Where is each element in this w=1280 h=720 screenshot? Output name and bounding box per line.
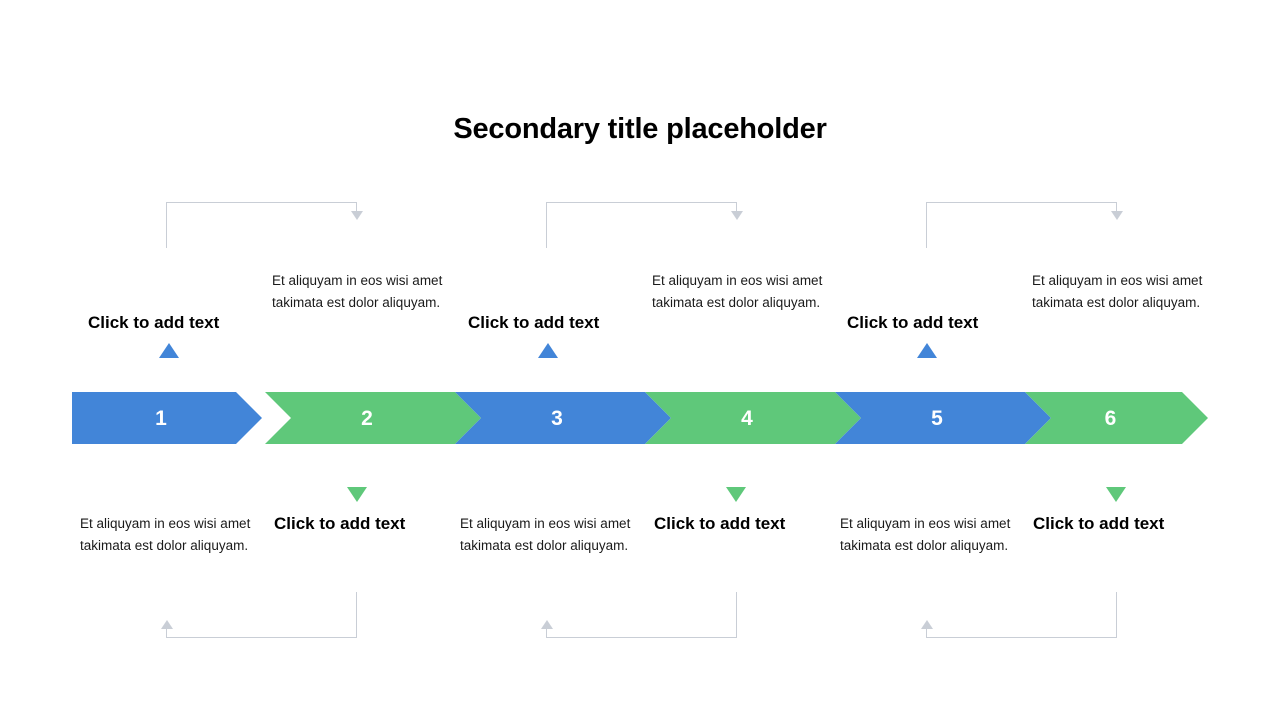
connector-step-5 [926, 202, 1123, 248]
connector-step-1 [166, 202, 363, 248]
connector-segment-vertical-left [926, 628, 927, 638]
process-step-arrow-3[interactable]: 3 [455, 392, 671, 444]
connector-segment-vertical-right [356, 202, 357, 212]
arrow-down-icon [731, 211, 743, 220]
step-number-5: 5 [931, 406, 943, 430]
triangle-down-icon-6 [1106, 487, 1126, 502]
connector-segment-vertical-right [1116, 202, 1117, 212]
connector-segment-vertical-left [926, 202, 927, 248]
triangle-up-icon-3 [538, 343, 558, 358]
connector-segment-vertical-left [166, 628, 167, 638]
step-label-4[interactable]: Click to add text [654, 514, 786, 533]
step-body-text-3: Et aliquyam in eos wisi amet takimata es… [652, 273, 823, 310]
arrow-down-icon [1111, 211, 1123, 220]
process-step-arrow-5[interactable]: 5 [835, 392, 1051, 444]
connector-segment-horizontal [546, 202, 737, 203]
connector-step-2 [161, 592, 358, 638]
triangle-up-icon-5 [917, 343, 937, 358]
step-label-2[interactable]: Click to add text [274, 514, 406, 533]
connector-segment-horizontal [166, 637, 357, 638]
process-step-arrow-2[interactable]: 2 [265, 392, 481, 444]
connector-segment-horizontal [166, 202, 357, 203]
arrow-up-icon [161, 620, 173, 629]
page-title: Secondary title placeholder [453, 113, 827, 145]
connector-segment-horizontal [926, 202, 1117, 203]
arrow-up-icon [541, 620, 553, 629]
process-step-arrow-6[interactable]: 6 [1025, 392, 1208, 444]
connector-step-6 [921, 592, 1118, 638]
triangle-down-icon-4 [726, 487, 746, 502]
triangle-up-icon-1 [159, 343, 179, 358]
connector-segment-horizontal [546, 637, 737, 638]
step-body-text-4: Et aliquyam in eos wisi amet takimata es… [460, 516, 631, 553]
process-step-arrow-1[interactable]: 1 [72, 392, 262, 444]
connector-step-4 [541, 592, 738, 638]
step-number-6: 6 [1104, 406, 1117, 430]
step-label-6[interactable]: Click to add text [1033, 514, 1165, 533]
step-label-3[interactable]: Click to add text [468, 313, 600, 332]
arrow-up-icon [921, 620, 933, 629]
arrow-down-icon [351, 211, 363, 220]
connector-segment-vertical-left [166, 202, 167, 248]
step-body-text-6: Et aliquyam in eos wisi amet takimata es… [840, 516, 1011, 553]
process-arrow-row: 1 2 3 4 5 6 [72, 392, 1208, 444]
step-number-2: 2 [361, 406, 373, 430]
connector-segment-horizontal [926, 637, 1117, 638]
step-body-text-1: Et aliquyam in eos wisi amet takimata es… [272, 273, 443, 310]
process-step-arrow-4[interactable]: 4 [645, 392, 861, 444]
connector-step-3 [546, 202, 743, 248]
connector-segment-vertical-right [736, 202, 737, 212]
step-label-5[interactable]: Click to add text [847, 313, 979, 332]
triangle-down-icon-2 [347, 487, 367, 502]
step-number-4: 4 [741, 406, 753, 430]
connector-segment-vertical-right [736, 592, 737, 638]
connector-segment-vertical-left [546, 628, 547, 638]
step-body-text-2: Et aliquyam in eos wisi amet takimata es… [80, 516, 251, 553]
connector-segment-vertical-left [546, 202, 547, 248]
connector-segment-vertical-right [1116, 592, 1117, 638]
connector-segment-vertical-right [356, 592, 357, 638]
step-body-text-5: Et aliquyam in eos wisi amet takimata es… [1032, 273, 1203, 310]
step-number-3: 3 [551, 406, 563, 430]
step-label-1[interactable]: Click to add text [88, 313, 220, 332]
step-number-1: 1 [155, 406, 167, 430]
